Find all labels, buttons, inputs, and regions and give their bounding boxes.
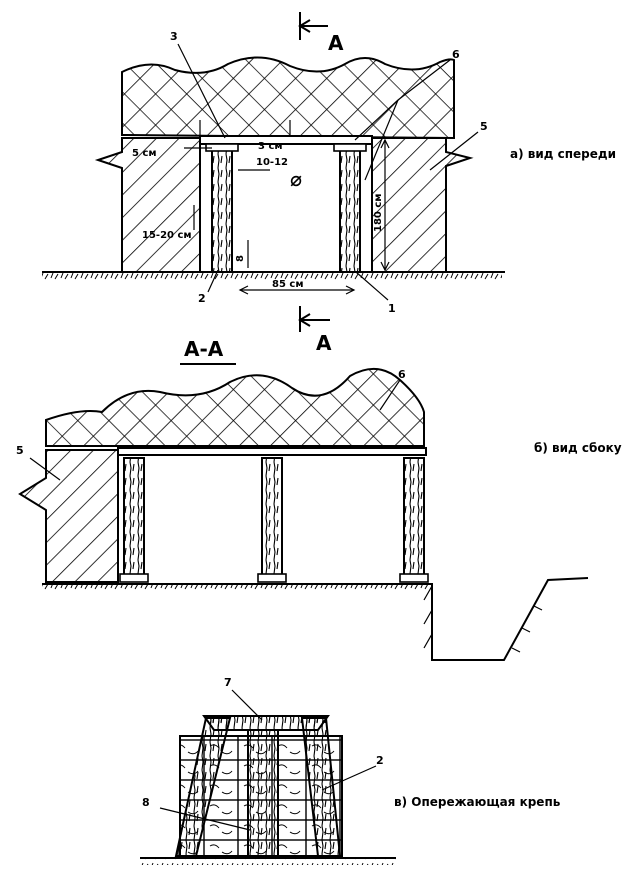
crib-callout-8: 8 (142, 796, 150, 809)
crib-callout-2: 2 (376, 754, 384, 767)
rock-mass-side (45, 368, 425, 447)
crib-top-cap (202, 715, 330, 731)
side-cap-beam (117, 447, 427, 456)
side-post-2 (261, 457, 283, 577)
cap-beam (199, 135, 373, 145)
dim-width: 85 см (272, 279, 304, 290)
dim-post-dia: 10-12 (256, 157, 288, 168)
side-callout-6: 6 (398, 368, 406, 381)
right-wall-front (371, 137, 474, 273)
section-title: A-A (184, 337, 224, 361)
dim-sill: 8 (235, 255, 246, 262)
callout-1: 1 (388, 302, 396, 315)
callout-5: 5 (480, 120, 488, 133)
section-mark-top: A (298, 12, 344, 55)
side-view: 6 5 б) вид сбоку (16, 368, 622, 661)
crib-callout-7: 7 (224, 676, 232, 689)
dim-height: 180 см (373, 194, 384, 232)
caption-crib: в) Опережающая крепь (394, 795, 561, 809)
diameter-symbol: ⌀ (290, 167, 302, 191)
dim-cap-gap: 3 см (258, 141, 283, 152)
callout-2: 2 (198, 292, 206, 305)
callout-6: 6 (452, 48, 460, 61)
side-post-3 (403, 457, 425, 577)
dim-depth: 15-20 см (142, 230, 192, 241)
crib-view: 7 2 8 в) Опережающая крепь (140, 676, 561, 865)
left-post (211, 149, 233, 273)
side-callout-5: 5 (16, 444, 24, 457)
front-view: A (42, 12, 616, 315)
section-mark-bottom: A (298, 306, 332, 355)
dim-post-offset: 5 см (132, 148, 157, 159)
section-letter-bottom: A (316, 331, 332, 355)
side-post-1 (123, 457, 145, 577)
crib-centre-stakes (247, 729, 279, 857)
caption-side: б) вид сбоку (534, 441, 622, 455)
caption-front: а) вид спереди (510, 147, 616, 161)
section-letter-top: A (328, 31, 344, 55)
left-wall-side (18, 449, 119, 583)
right-post (339, 149, 361, 273)
rock-mass-front (121, 56, 455, 140)
callout-3: 3 (170, 30, 178, 43)
